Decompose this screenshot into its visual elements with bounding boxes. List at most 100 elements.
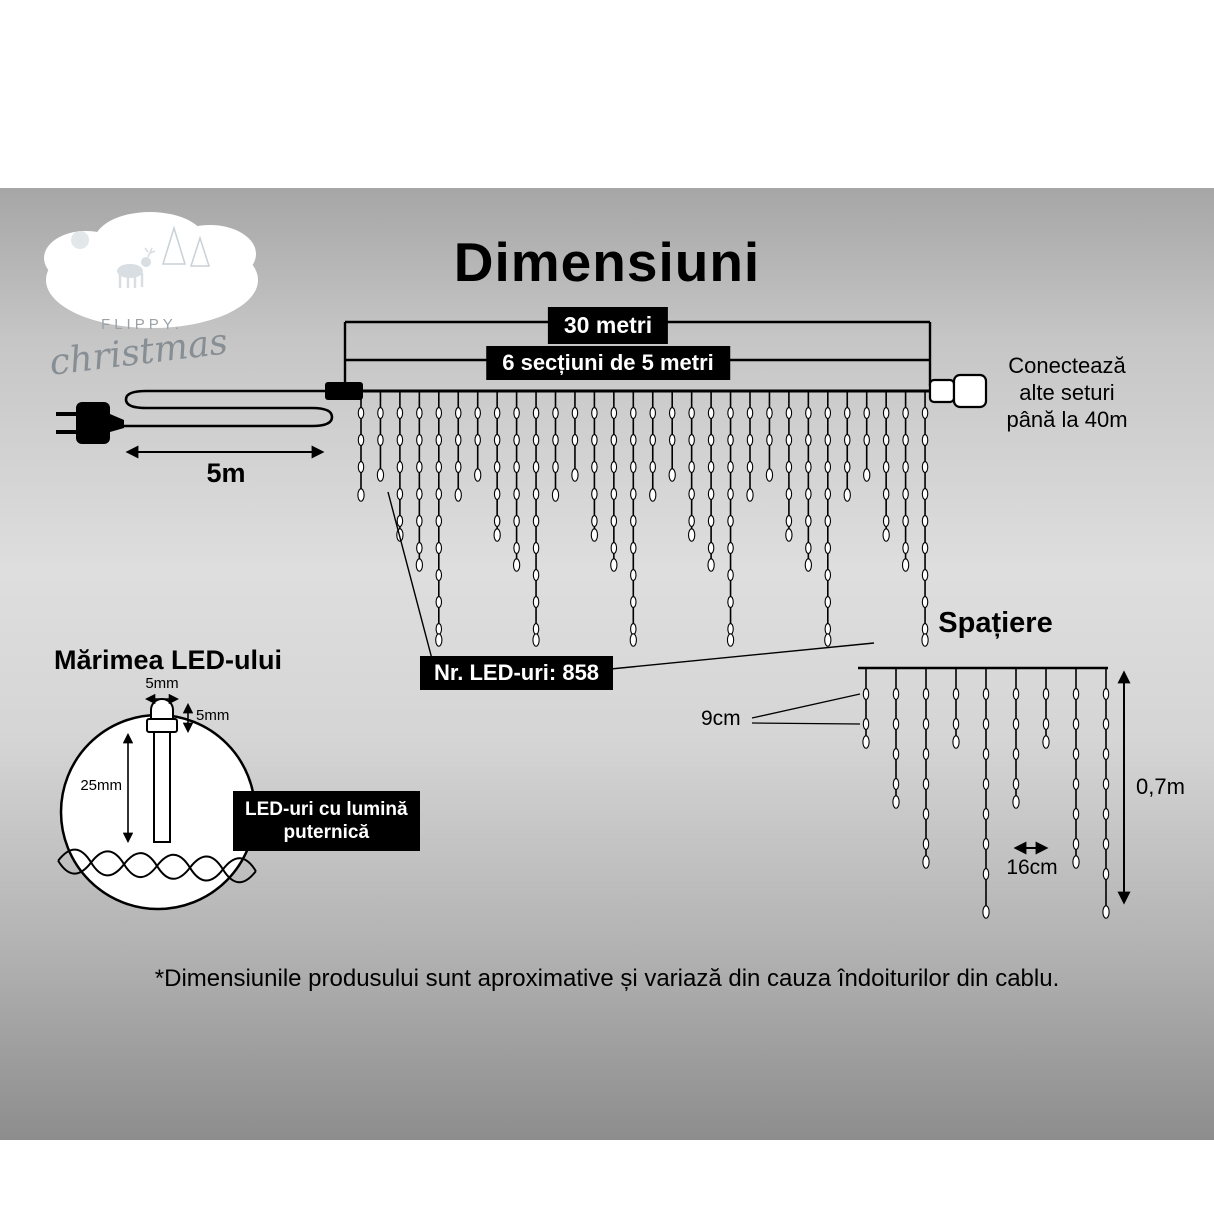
deer-icon xyxy=(117,247,156,288)
led-bulb xyxy=(805,434,812,446)
led-bulb xyxy=(668,434,676,446)
led-bulb xyxy=(1012,795,1020,809)
led-bulb xyxy=(766,434,773,446)
led-bulb xyxy=(610,558,618,572)
led-bulb xyxy=(649,434,656,446)
led-bulb xyxy=(805,488,812,500)
led-bulb xyxy=(396,488,404,500)
led-bulb xyxy=(649,488,657,502)
lens-height-label: 5mm xyxy=(196,707,230,724)
led-bulb xyxy=(493,434,501,446)
led-bulb xyxy=(610,461,618,473)
led-bulb xyxy=(396,434,404,446)
led-bulb xyxy=(882,407,890,419)
led-bulb xyxy=(649,461,656,473)
led-bulb xyxy=(805,407,812,419)
led-bulb xyxy=(435,542,443,554)
drop-length-label: 0,7m xyxy=(1136,774,1185,799)
led-bulb xyxy=(1072,718,1080,730)
led-bulb xyxy=(707,542,715,554)
led-bulb xyxy=(882,434,890,446)
led-bulb xyxy=(952,735,960,749)
led-bulb xyxy=(435,488,443,500)
led-bulb xyxy=(571,468,579,482)
led-gap-leader xyxy=(751,693,861,719)
led-bulb xyxy=(551,488,560,502)
led-bulb xyxy=(435,407,443,419)
led-bulb xyxy=(727,542,734,554)
led-bulb xyxy=(610,434,618,446)
led-bulb xyxy=(921,596,929,608)
led-bulb xyxy=(804,558,812,572)
led-bulb xyxy=(630,488,637,500)
led-bulb xyxy=(435,623,443,635)
led-bulb xyxy=(902,407,909,419)
led-bulb xyxy=(707,461,715,473)
led-bulb xyxy=(454,488,462,502)
led-bulb xyxy=(416,407,423,419)
led-bulb xyxy=(922,718,930,730)
led-gap-label: 9cm xyxy=(701,707,741,730)
led-bulb xyxy=(727,407,734,419)
led-bulb xyxy=(785,515,793,527)
led-bulb xyxy=(707,515,715,527)
led-bulb xyxy=(824,461,832,473)
connect-note-line: până la 40m xyxy=(1006,407,1128,432)
led-bulb xyxy=(921,461,929,473)
led-bulb xyxy=(357,461,365,473)
led-bulb xyxy=(1072,855,1080,869)
led-bulb xyxy=(922,838,930,850)
led-bulb xyxy=(824,434,832,446)
led-bulb xyxy=(922,855,930,869)
led-bulb xyxy=(982,748,990,760)
led-bulb xyxy=(552,461,559,473)
led-bulb xyxy=(630,434,637,446)
spacing-curtain xyxy=(862,668,1110,919)
led-bulb xyxy=(707,434,715,446)
led-bulb xyxy=(357,407,365,419)
led-bulb xyxy=(922,778,930,790)
led-bulb xyxy=(892,778,900,790)
lead-cable xyxy=(122,389,340,428)
led-bulb xyxy=(435,633,443,647)
led-bulb xyxy=(357,434,365,446)
led-bulb xyxy=(571,434,579,446)
led-bulb xyxy=(493,515,501,527)
sections-badge: 6 secțiuni de 5 metri xyxy=(486,346,730,380)
led-bulb xyxy=(922,688,930,700)
led-bulb xyxy=(1102,718,1110,730)
led-bulb xyxy=(892,718,900,730)
led-count-leader xyxy=(569,642,875,674)
led-count-badge: Nr. LED-uri: 858 xyxy=(420,656,614,690)
led-bulb xyxy=(513,488,520,500)
led-bulb xyxy=(513,542,520,554)
led-count-leader xyxy=(387,491,433,660)
led-bulb xyxy=(727,623,734,635)
led-bulb xyxy=(415,558,423,572)
moon-icon xyxy=(71,231,89,249)
led-bulb xyxy=(765,468,774,482)
led-bulb xyxy=(982,778,990,790)
led-bulb xyxy=(532,515,540,527)
led-bulb xyxy=(785,461,793,473)
led-bulb xyxy=(727,515,734,527)
led-bulb xyxy=(727,569,734,581)
led-note-line: LED-uri cu lumină xyxy=(245,799,408,820)
led-bulb xyxy=(532,434,540,446)
led-bulb xyxy=(843,407,851,419)
led-bulb xyxy=(630,596,637,608)
led-bulb xyxy=(668,468,676,482)
led-bulb xyxy=(862,735,870,749)
led-bulb xyxy=(513,515,520,527)
led-bulb xyxy=(435,461,443,473)
led-bulb xyxy=(532,407,540,419)
page-title: Dimensiuni xyxy=(453,231,761,293)
led-bulb xyxy=(982,838,990,850)
cap-width-label: 5mm xyxy=(145,675,179,692)
led-bulb xyxy=(688,407,695,419)
led-bulb xyxy=(1102,688,1110,700)
led-bulb xyxy=(474,434,481,446)
led-bulb xyxy=(922,808,930,820)
extension-connector-icon xyxy=(928,373,988,409)
